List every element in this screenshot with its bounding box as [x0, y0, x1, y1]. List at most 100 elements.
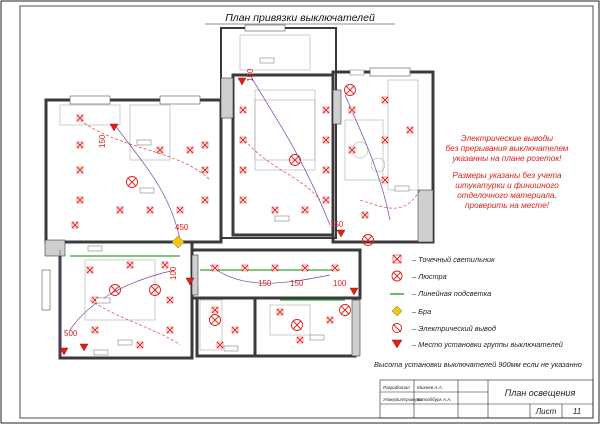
note-line-4: Размеры указаны без учета [452, 171, 562, 180]
spot-light-icon [201, 196, 209, 204]
spot-light-icon [161, 261, 169, 269]
legend-label-sconce: – Бра [411, 307, 431, 316]
legend: – Точечный светильник – Люстра – Линейна… [390, 254, 563, 349]
legend-outlet-icon [392, 323, 402, 333]
windows [41, 24, 411, 311]
chandelier-icon [291, 319, 303, 331]
chandelier-icon [289, 154, 301, 166]
spot-light-icon [361, 211, 369, 219]
title-block [379, 379, 594, 419]
chandelier-icon [149, 284, 161, 296]
note-line-2: без прерывания выключателем [446, 144, 569, 153]
dim-4: 150 [330, 220, 344, 229]
spot-light-icon [322, 166, 330, 174]
spot-light-icon [76, 114, 84, 122]
spot-light-icon [201, 166, 209, 174]
spot-light-icon [381, 96, 389, 104]
spot-light-icon [326, 316, 334, 324]
note-line-5: штукатурки и финишного [455, 181, 559, 190]
notes-block: Электрические выводы без прерывания выкл… [446, 134, 569, 210]
spot-light-icon [239, 136, 247, 144]
spot-light-icon [201, 141, 209, 149]
spot-light-icon [186, 146, 194, 154]
spot-light-icon [116, 206, 124, 214]
dim-8: 100 [333, 279, 347, 288]
wall-hatch [44, 77, 434, 357]
dim-7: 150 [290, 279, 304, 288]
spot-light-icon [91, 326, 99, 334]
note-line-7: проверить на месте! [465, 201, 550, 210]
spot-light-icon [71, 221, 79, 229]
spot-light-icon [322, 136, 330, 144]
legend-label-linear: – Линейная подсветка [411, 289, 491, 298]
chandelier-icon [126, 176, 138, 188]
wiring [59, 74, 391, 355]
dim-5: 100 [169, 266, 178, 280]
spot-light-icon [146, 206, 154, 214]
spot-light-icon [322, 106, 330, 114]
footer-note: Высота установки выключателей 900мм если… [374, 360, 582, 369]
legend-sconce-icon [391, 305, 403, 317]
tb-row2-name: Колхоббурк А.А. [417, 397, 452, 402]
spot-light-icon [239, 166, 247, 174]
spot-light-icon [322, 196, 330, 204]
tb-row1-name: Михеев А.А. [417, 385, 443, 390]
dim-1: 150 [98, 134, 107, 148]
spot-light-icon [406, 126, 414, 134]
tb-sheet-label: Лист [535, 407, 557, 416]
inner-frame [19, 5, 594, 419]
legend-label-chandelier: – Люстра [411, 272, 447, 281]
switch-groups [59, 77, 359, 356]
spot-light-icon [271, 264, 279, 272]
spot-light-icon [239, 196, 247, 204]
sconce-marker [171, 235, 185, 249]
legend-switch-icon [391, 339, 403, 349]
note-line-6: отделочного материала, [457, 191, 557, 200]
spot-light-icon [136, 341, 144, 349]
legend-label-outlet: – Электрический вывод [411, 324, 496, 333]
tb-sheet-number: 11 [573, 407, 581, 416]
dim-3: 450 [175, 223, 189, 232]
wiring-dashed [79, 119, 421, 346]
circuit-tags [87, 57, 410, 356]
chandelier-icon [209, 314, 221, 326]
spot-light-icon [348, 106, 356, 114]
dim-2: 150 [246, 68, 255, 82]
legend-spot-icon [392, 254, 402, 264]
spot-light-icon [76, 141, 84, 149]
spot-light-icon [211, 264, 219, 272]
spot-lights-layer [71, 96, 414, 349]
spot-light-icon [296, 336, 304, 344]
spot-light-icon [301, 206, 309, 214]
spot-light-icon [76, 166, 84, 174]
note-line-1: Электрические выводы [461, 134, 553, 143]
spot-light-icon [381, 176, 389, 184]
chandelier-icon [109, 284, 121, 296]
spot-light-icon [176, 206, 184, 214]
chandelier-icon [362, 234, 374, 246]
spot-light-icon [216, 341, 224, 349]
legend-label-switch: – Место установки группы выключателей [411, 340, 563, 349]
spot-light-icon [126, 261, 134, 269]
spot-light-icon [211, 306, 219, 314]
spot-light-icon [76, 196, 84, 204]
tb-row1-label: Разработал [383, 385, 410, 390]
spot-light-icon [381, 136, 389, 144]
spot-light-icon [241, 264, 249, 272]
page-title: План привязки выключателей [225, 12, 375, 24]
spot-light-icon [331, 264, 339, 272]
chandelier-icon [344, 84, 356, 96]
spot-light-icon [301, 264, 309, 272]
spot-light-icon [271, 206, 279, 214]
legend-chandelier-icon [391, 270, 403, 282]
spot-light-icon [86, 266, 94, 274]
dim-9: 500 [64, 329, 78, 338]
spot-light-icon [239, 106, 247, 114]
spot-light-icon [166, 296, 174, 304]
spot-light-icon [166, 326, 174, 334]
legend-label-spot: – Точечный светильник [411, 255, 495, 264]
chandeliers-layer [109, 84, 374, 331]
spot-light-icon [276, 308, 284, 316]
note-line-3: указанны на плане розеток! [452, 154, 563, 163]
